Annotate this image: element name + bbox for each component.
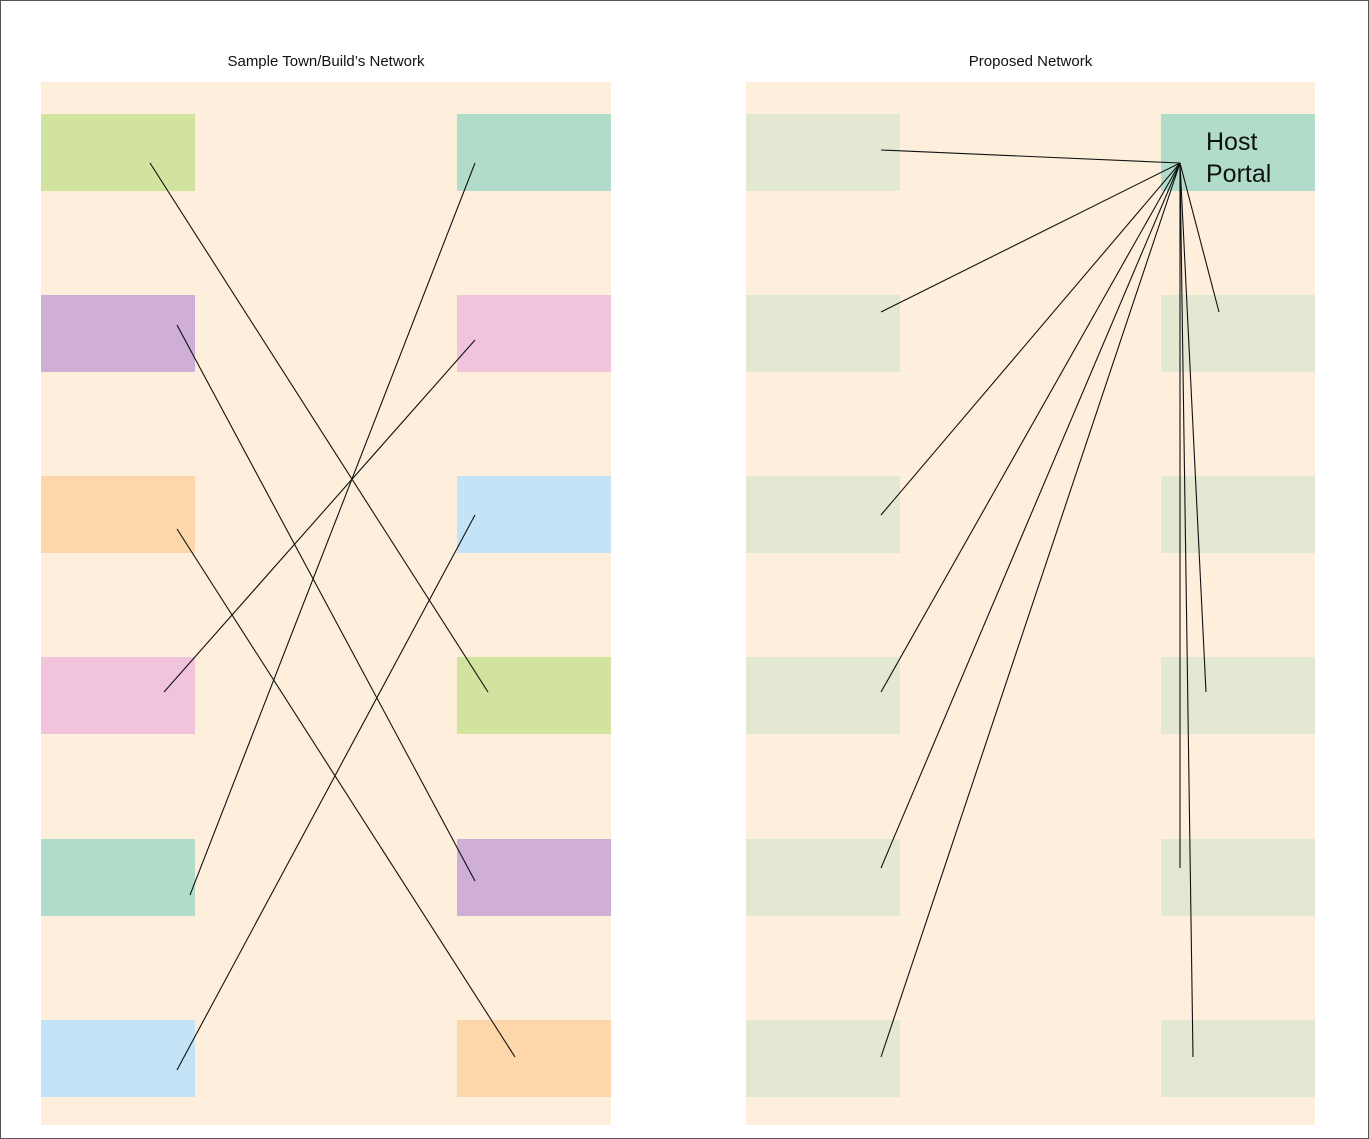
proposed-node-a6 — [746, 1020, 900, 1097]
proposed-node-a5 — [746, 839, 900, 916]
left-link-1 — [149, 162, 489, 693]
left-diagram-title: Sample Town/Build’s Network — [227, 53, 425, 70]
proposed-node-b4 — [1161, 657, 1315, 734]
left-network-node-b3 — [457, 476, 611, 553]
left-link-5 — [189, 162, 476, 896]
host-spoke-left-2 — [880, 162, 1181, 313]
left-network-node-a5 — [41, 839, 195, 916]
proposed-node-a3 — [746, 476, 900, 553]
left-network-node-b6 — [457, 1020, 611, 1097]
left-link-2 — [176, 324, 476, 882]
host-spoke-left-1 — [880, 149, 1181, 164]
proposed-node-b6 — [1161, 1020, 1315, 1097]
host-portal-label: Host Portal — [1206, 126, 1271, 190]
left-network-node-a3 — [41, 476, 195, 553]
host-spoke-right-1 — [1179, 162, 1220, 313]
left-network-node-b5 — [457, 839, 611, 916]
host-spoke-left-3 — [880, 162, 1181, 516]
right-diagram-panel — [746, 82, 1315, 1125]
proposed-node-a1 — [746, 114, 900, 191]
left-link-4 — [163, 339, 476, 693]
right-diagram-title: Proposed Network — [968, 53, 1093, 70]
left-link-3 — [176, 528, 516, 1058]
host-spoke-left-5 — [880, 162, 1181, 869]
left-network-node-a4 — [41, 657, 195, 734]
left-network-node-a6 — [41, 1020, 195, 1097]
host-spoke-left-4 — [880, 162, 1181, 693]
left-network-node-b1 — [457, 114, 611, 191]
left-link-6 — [176, 514, 476, 1071]
host-portal-node — [1161, 114, 1315, 191]
proposed-node-a2 — [746, 295, 900, 372]
host-spoke-right-4 — [1179, 162, 1194, 1058]
host-label-line1: Host — [1206, 128, 1258, 156]
left-network-node-b4 — [457, 657, 611, 734]
left-network-node-a2 — [41, 295, 195, 372]
host-spoke-right-2 — [1179, 162, 1207, 693]
left-network-node-a1 — [41, 114, 195, 191]
host-spoke-left-6 — [880, 162, 1181, 1058]
proposed-node-b5 — [1161, 839, 1315, 916]
proposed-node-b3 — [1161, 476, 1315, 553]
proposed-node-a4 — [746, 657, 900, 734]
host-label-line2: Portal — [1206, 160, 1272, 188]
left-network-node-b2 — [457, 295, 611, 372]
